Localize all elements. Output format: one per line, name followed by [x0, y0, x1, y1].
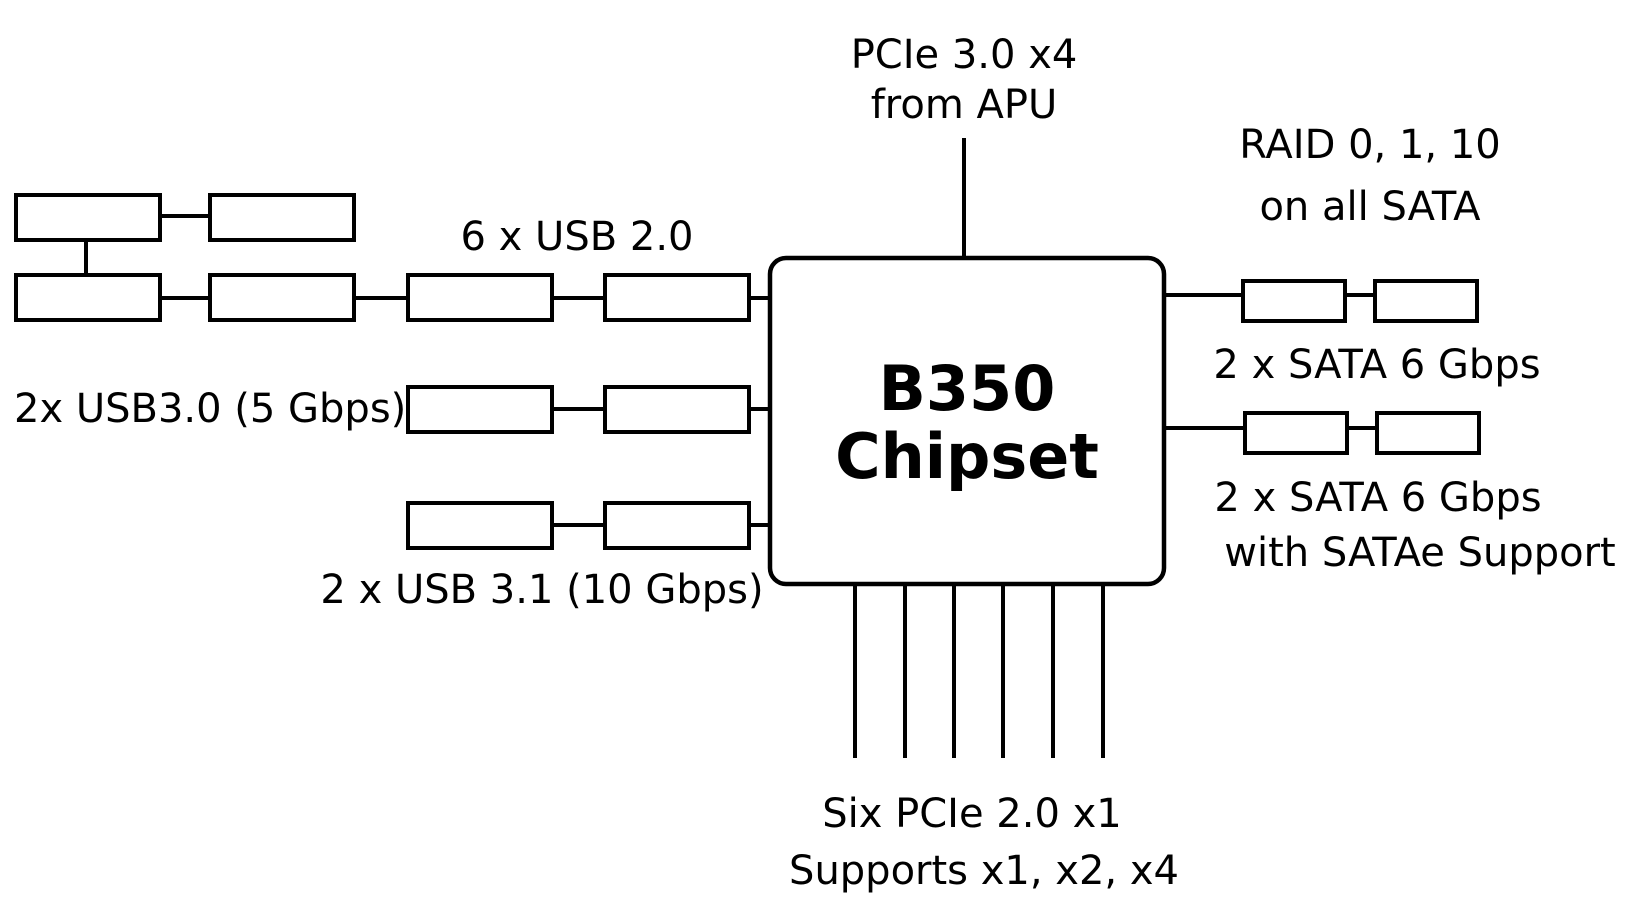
sata-b-label-line2: with SATAe Support: [1224, 530, 1615, 576]
usb2-port-1: [14, 193, 162, 242]
usb31-port-2: [603, 501, 751, 550]
chipset-subtitle: Chipset: [835, 420, 1099, 493]
pcie-uplink-label-line2: from APU: [871, 82, 1058, 128]
usb2-port-2: [208, 193, 356, 242]
raid-label-line2: on all SATA: [1259, 184, 1481, 230]
raid-group: RAID 0, 1, 10 on all SATA: [1239, 122, 1501, 230]
usb30-port-2: [603, 385, 751, 434]
sata-a-group: 2 x SATA 6 Gbps: [1164, 279, 1541, 388]
sata-a-port-2: [1373, 279, 1479, 323]
usb2-port-5: [406, 273, 554, 322]
pcie-uplink-group: PCIe 3.0 x4 from APU: [851, 32, 1078, 258]
usb2-port-6: [603, 273, 751, 322]
sata-a-label: 2 x SATA 6 Gbps: [1213, 342, 1540, 388]
usb31-group: 2 x USB 3.1 (10 Gbps): [320, 501, 770, 613]
usb30-label: 2x USB3.0 (5 Gbps): [14, 386, 406, 432]
usb30-group: 2x USB3.0 (5 Gbps): [14, 385, 770, 434]
usb31-label: 2 x USB 3.1 (10 Gbps): [320, 567, 763, 613]
chipset-box: [767, 255, 1167, 587]
sata-b-label-line1: 2 x SATA 6 Gbps: [1214, 475, 1541, 521]
usb2-port-4: [208, 273, 356, 322]
pcie-lanes-group: Six PCIe 2.0 x1 Supports x1, x2, x4: [789, 584, 1179, 894]
sata-a-port-1: [1241, 279, 1347, 323]
pcie-lanes-label-line2: Supports x1, x2, x4: [789, 848, 1179, 894]
usb30-port-1: [406, 385, 554, 434]
sata-b-port-1: [1243, 411, 1349, 455]
chipset-name: B350: [879, 352, 1056, 425]
usb2-port-3: [14, 273, 162, 322]
chipset-block: B350 Chipset: [767, 255, 1167, 587]
pcie-uplink-label-line1: PCIe 3.0 x4: [851, 32, 1078, 78]
usb2-group: 6 x USB 2.0: [14, 193, 770, 322]
pcie-lanes-label-line1: Six PCIe 2.0 x1: [822, 791, 1122, 837]
usb2-label: 6 x USB 2.0: [461, 214, 694, 260]
usb31-port-1: [406, 501, 554, 550]
sata-b-port-2: [1375, 411, 1481, 455]
sata-b-group: 2 x SATA 6 Gbps with SATAe Support: [1164, 411, 1616, 576]
raid-label-line1: RAID 0, 1, 10: [1239, 122, 1501, 168]
